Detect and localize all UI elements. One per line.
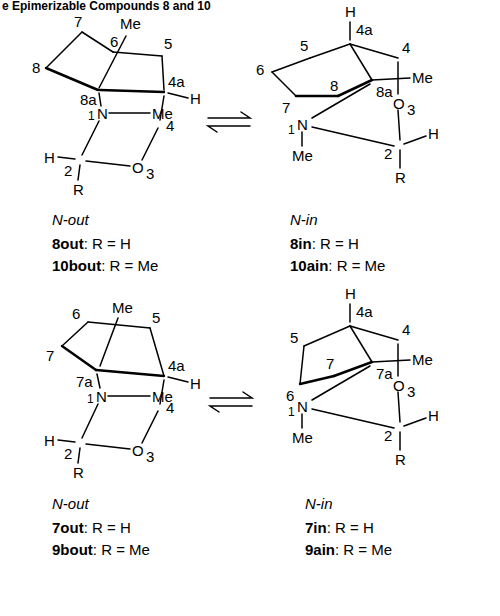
substituent-text: : R = Me <box>328 258 385 273</box>
atom-label: H <box>428 126 439 141</box>
atom-label: 2 <box>384 428 392 443</box>
atom-label: H <box>44 150 55 165</box>
figure-title: e Epimerizable Compounds 8 and 10 <box>2 0 211 13</box>
atom-label: 5 <box>152 310 160 325</box>
atom-label: O <box>393 378 405 393</box>
atom-label: 7 <box>74 14 82 29</box>
atom-label: N <box>297 117 308 132</box>
compound-number: 10ain <box>290 258 328 273</box>
atom-label: 5 <box>300 38 308 53</box>
atom-label: 4a <box>356 22 373 37</box>
atom-label: 7 <box>46 348 54 363</box>
atom-label: 4 <box>166 400 174 415</box>
substituent-text: : R = H <box>84 520 131 535</box>
atom-label: Me <box>412 352 433 367</box>
substituent-text: : R = Me <box>335 542 392 557</box>
substituent-text: : R = H <box>327 520 374 535</box>
atom-label: Me <box>412 70 433 85</box>
atom-label: 8 <box>330 78 338 93</box>
atom-label: 7a <box>76 374 93 389</box>
atom-label: 4 <box>402 322 410 337</box>
atom-label: 1 <box>87 393 94 405</box>
atom-label: H <box>345 286 356 301</box>
atom-label: 3 <box>407 102 415 117</box>
compound-number: 7out <box>52 520 84 535</box>
atom-label: R <box>73 182 84 197</box>
atom-label: N <box>97 106 108 121</box>
atom-label: H <box>345 4 356 19</box>
atom-label: Me <box>112 300 133 315</box>
atom-label: Me <box>120 16 141 31</box>
conformer-label: N-out <box>52 212 89 227</box>
atom-label: 3 <box>407 384 415 399</box>
atom-label: 8 <box>32 60 40 75</box>
atom-label: 1 <box>288 124 295 136</box>
atom-label: N <box>96 389 107 404</box>
atom-label: Me <box>292 430 313 445</box>
atom-label: 3 <box>146 449 154 464</box>
atom-label: R <box>395 452 406 467</box>
compound-number: 8out <box>52 236 84 251</box>
compound-number: 9bout <box>52 542 93 557</box>
atom-label: R <box>395 170 406 185</box>
atom-label: 6 <box>110 34 118 49</box>
atom-label: 6 <box>256 62 264 77</box>
atom-label: 8a <box>376 84 393 99</box>
atom-label: 2 <box>64 446 72 461</box>
atom-label: 3 <box>146 166 154 181</box>
atom-label: 4a <box>168 74 185 89</box>
atom-label: N <box>297 399 308 414</box>
atom-label: 4 <box>166 118 174 133</box>
atom-label: 1 <box>288 406 295 418</box>
compound-number: 9ain <box>305 542 335 557</box>
substituent-text: : R = Me <box>101 258 158 273</box>
atom-label: 5 <box>164 36 172 51</box>
atom-label: 4 <box>402 40 410 55</box>
atom-label: R <box>73 465 84 480</box>
substituent-text: : R = H <box>312 236 359 251</box>
compound-number: 7in <box>305 520 327 535</box>
atom-label: 6 <box>286 388 294 403</box>
atom-label: Me <box>292 148 313 163</box>
atom-label: 5 <box>290 330 298 345</box>
atom-label: O <box>393 96 405 111</box>
atom-label: 1 <box>88 110 95 122</box>
substituent-text: : R = Me <box>93 542 150 557</box>
compound-number: 10bout <box>52 258 101 273</box>
atom-label: O <box>132 160 144 175</box>
atom-label: 7a <box>376 366 393 381</box>
atom-label: 8a <box>80 92 97 107</box>
atom-label: 4a <box>356 304 373 319</box>
atom-label: O <box>132 443 144 458</box>
atom-label: H <box>44 433 55 448</box>
conformer-label: N-in <box>290 212 318 227</box>
atom-label: 2 <box>384 146 392 161</box>
substituent-text: : R = H <box>84 236 131 251</box>
conformer-label: N-in <box>305 496 333 511</box>
atom-label: 7 <box>326 356 334 371</box>
atom-label: H <box>428 408 439 423</box>
atom-label: H <box>190 376 201 391</box>
atom-label: H <box>190 91 201 106</box>
atom-label: 7 <box>282 100 290 115</box>
atom-label: 4a <box>168 358 185 373</box>
atom-label: 6 <box>72 306 80 321</box>
conformer-label: N-out <box>52 496 89 511</box>
atom-label: 2 <box>64 163 72 178</box>
compound-number: 8in <box>290 236 312 251</box>
